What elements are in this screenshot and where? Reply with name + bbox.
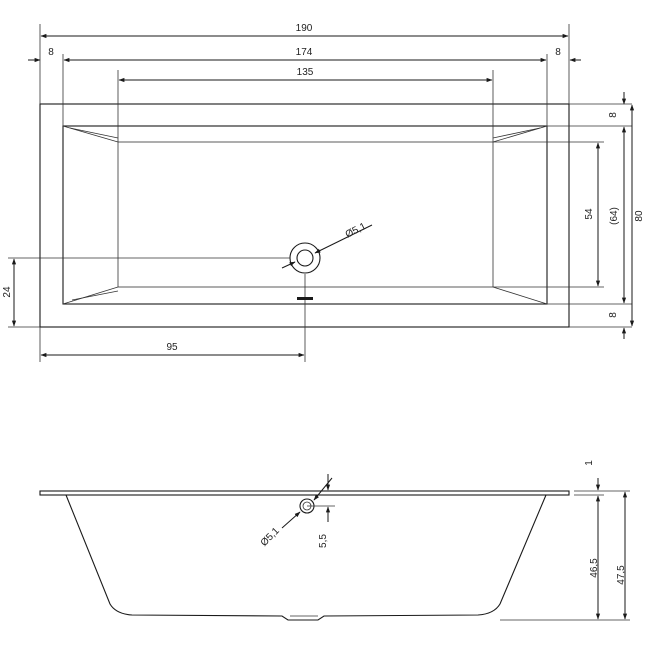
drain-from-left-label: 95 (166, 342, 178, 353)
inner-width-label: (64) (609, 207, 620, 225)
overall-length-label: 190 (296, 23, 313, 34)
left-rim-label: 8 (48, 47, 54, 58)
slope-shade-line (69, 127, 119, 139)
overflow-diameter-leader-line (313, 477, 333, 501)
basin-bottom-outline (117, 141, 494, 288)
side-tub-body (65, 494, 547, 621)
bottom-rim-label: 8 (608, 312, 619, 318)
bottom-width-label: 54 (584, 208, 595, 220)
overflow-diameter-label: Ø5,1 (259, 525, 282, 548)
slope-shade-line (492, 127, 541, 139)
inner-length-label: 174 (296, 47, 313, 58)
drain-from-bottom-label: 24 (2, 286, 13, 298)
drain-diameter-leader-line (314, 224, 373, 254)
side-rim (39, 490, 570, 496)
bottom-length-label: 135 (297, 67, 314, 78)
overflow-height-label: 5,5 (318, 534, 329, 548)
overflow-diameter-leader-line (281, 511, 301, 529)
overall-height-label: 47,5 (616, 565, 627, 585)
rim-thickness-label: 1 (584, 460, 595, 466)
top-view: 190 8 174 8 135 95 24 Ø5,1 (2, 23, 645, 362)
inner-depth-label: 46,5 (589, 558, 600, 578)
drain-inner-circle (296, 249, 314, 267)
right-rim-label: 8 (555, 47, 561, 58)
drain-diameter-label: Ø5,1 (344, 221, 369, 241)
slope-shade-line (71, 290, 119, 301)
overall-width-label: 80 (634, 210, 645, 222)
side-view: Ø5,1 5,5 1 46,5 47,5 (39, 460, 630, 621)
drain-outlet-mark (297, 297, 313, 300)
drain-diameter-leader-line (281, 261, 296, 269)
slope-line (492, 286, 548, 305)
drain-outer-circle (289, 242, 321, 274)
slope-line (62, 286, 119, 305)
top-rim-label: 8 (608, 112, 619, 118)
outer-rim-outline (39, 103, 570, 328)
